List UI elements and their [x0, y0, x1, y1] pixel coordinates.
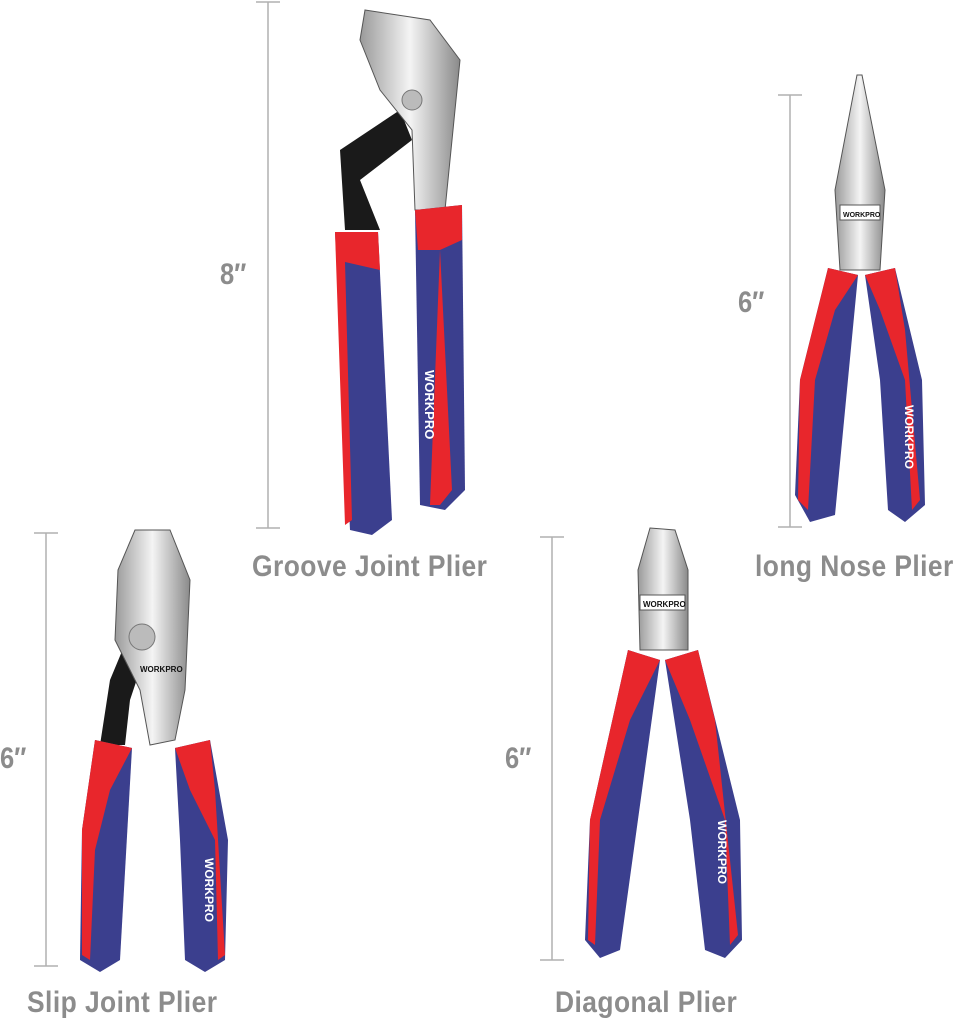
long-nose-label: long Nose Plier [755, 550, 954, 583]
long-nose-plier-image: WORKPRO WORKPRO [795, 74, 925, 522]
brand-logo: WORKPRO [422, 370, 437, 439]
slip-joint-size: 6″ [0, 742, 27, 775]
dimension-lines [34, 1, 802, 967]
svg-text:WORKPRO: WORKPRO [202, 858, 216, 922]
svg-text:WORKPRO: WORKPRO [140, 665, 183, 674]
diagonal-plier-image: WORKPRO WORKPRO [585, 527, 742, 958]
groove-joint-size: 8″ [220, 258, 247, 291]
long-nose-size: 6″ [738, 286, 765, 319]
svg-text:WORKPRO: WORKPRO [715, 820, 729, 884]
diagonal-size: 6″ [505, 742, 532, 775]
slip-joint-plier-image: WORKPRO WORKPRO [80, 529, 228, 972]
svg-text:WORKPRO: WORKPRO [843, 212, 881, 219]
groove-joint-plier-image: WORKPRO [335, 9, 465, 535]
groove-joint-label: Groove Joint Plier [252, 550, 488, 583]
svg-text:WORKPRO: WORKPRO [902, 405, 916, 469]
slip-joint-label: Slip Joint Plier [27, 986, 218, 1019]
diagonal-label: Diagonal Plier [555, 986, 738, 1019]
svg-text:WORKPRO: WORKPRO [643, 600, 686, 609]
